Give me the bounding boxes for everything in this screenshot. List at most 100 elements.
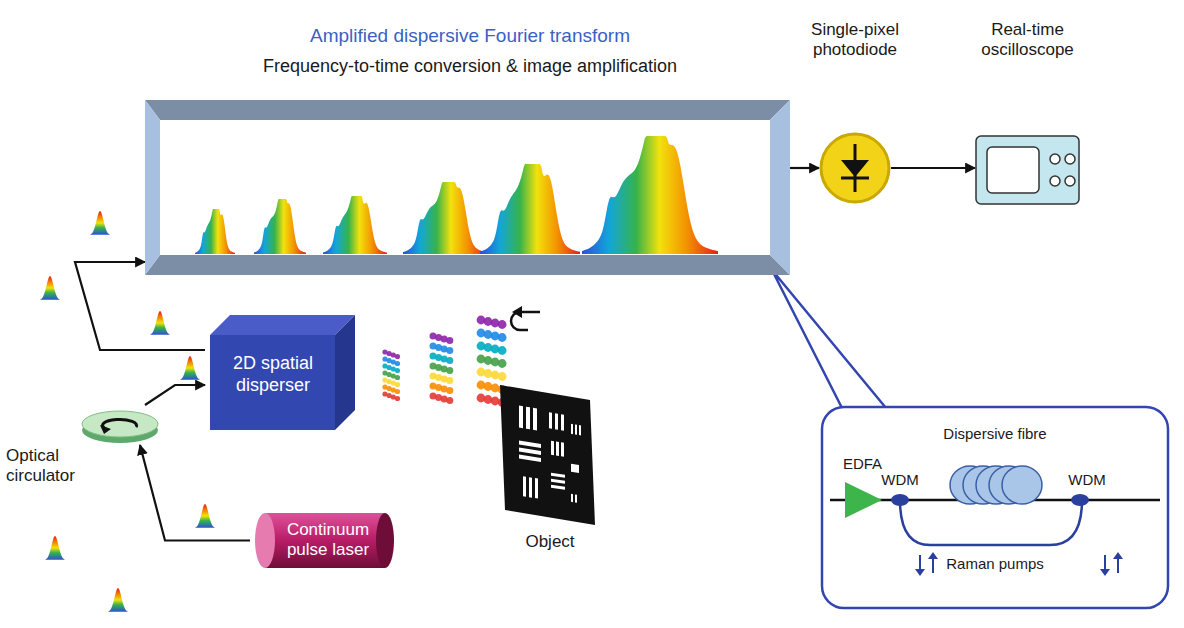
spectrum xyxy=(254,199,306,254)
node-label: 2D spatial disperser xyxy=(213,353,333,396)
beam-spot xyxy=(395,361,400,366)
beam-spot xyxy=(446,367,453,374)
callout-wedge xyxy=(772,270,886,408)
beam-connector xyxy=(75,262,205,350)
inset-frame xyxy=(822,407,1168,608)
oscilloscope: Real-time oscilloscope xyxy=(960,20,1095,210)
target-bar xyxy=(571,464,579,473)
target-bar xyxy=(551,441,554,455)
node-outline xyxy=(495,380,605,530)
scope-knob xyxy=(1065,154,1075,164)
node-label: Continuum pulse laser xyxy=(272,520,384,561)
diode-triangle xyxy=(841,160,869,177)
laser-face xyxy=(255,513,275,568)
wdm-coupler xyxy=(1071,494,1089,506)
spectrum xyxy=(480,164,580,254)
pump-arrow-head xyxy=(915,569,925,576)
target-bar xyxy=(533,408,537,431)
circulation-arrow xyxy=(103,419,137,429)
spectrum xyxy=(403,182,487,254)
optical-pulse xyxy=(179,356,201,380)
laser-body xyxy=(265,513,385,568)
target-bar xyxy=(549,412,552,428)
box-front xyxy=(210,335,335,430)
target-bar xyxy=(551,473,565,478)
beam-spot xyxy=(446,387,453,394)
beam-spot xyxy=(446,357,453,364)
tube-bottom xyxy=(145,255,790,275)
tube-right-end xyxy=(770,100,790,275)
beam-connector xyxy=(790,167,819,169)
photodiode-disc xyxy=(821,134,889,202)
photodiode: Single-pixel photodiode xyxy=(800,20,910,210)
scope-knob xyxy=(1065,176,1075,186)
beam-spot xyxy=(446,377,453,384)
optical-circulator: Optical circulator xyxy=(0,400,170,510)
inset-box: EDFAWDMDispersive fibreWDMRaman pumps xyxy=(820,405,1170,610)
node-shape xyxy=(80,405,160,445)
target-bar xyxy=(575,424,577,434)
target-bar xyxy=(529,477,532,497)
target-bar xyxy=(571,424,573,434)
node-label: Dispersive fibre xyxy=(915,425,1075,443)
spatial-disperser-box: 2D spatial disperser xyxy=(205,315,355,430)
optical-pulse xyxy=(44,536,66,560)
beam-spot xyxy=(498,320,507,329)
scope-knob xyxy=(1050,176,1060,186)
spectrum xyxy=(323,196,387,254)
beam-spot xyxy=(395,396,400,401)
scope-body xyxy=(976,136,1079,204)
node-shape xyxy=(975,135,1080,205)
optical-pulse xyxy=(194,504,216,528)
node-label: EDFA xyxy=(835,455,890,473)
node-label: Optical circulator xyxy=(6,446,101,487)
beam-spot xyxy=(446,337,453,344)
beam-spot xyxy=(395,382,400,387)
beam-spot xyxy=(395,368,400,373)
target-bar xyxy=(519,448,541,455)
box-top xyxy=(210,315,355,335)
node-label: WDM xyxy=(1052,471,1122,489)
target-bar xyxy=(555,413,558,429)
beam-connector xyxy=(140,445,250,541)
pump-arrow-head xyxy=(928,552,938,559)
raman-pump-line xyxy=(900,500,1082,545)
node-outline xyxy=(80,405,160,445)
object-target: Object xyxy=(495,380,605,565)
optical-pulse xyxy=(149,311,171,335)
target-bar xyxy=(519,441,541,448)
optical-pulse xyxy=(89,211,111,235)
disc-top xyxy=(82,411,158,437)
pump-arrow-head xyxy=(1100,569,1110,576)
target-bar xyxy=(519,455,541,462)
tube-top xyxy=(145,100,790,120)
target-bar xyxy=(579,425,581,435)
beam-spot xyxy=(498,346,507,355)
node-label: Single-pixel photodiode xyxy=(800,20,910,61)
node-label: Object xyxy=(495,532,605,552)
target-bar xyxy=(571,494,573,502)
beam-spot xyxy=(395,389,400,394)
optical-pulse xyxy=(107,588,129,612)
node-outline xyxy=(145,100,790,275)
spectrum xyxy=(195,209,235,254)
target-bar xyxy=(556,441,559,455)
callout-edge xyxy=(772,270,886,408)
node-outline xyxy=(975,135,1080,205)
beam-spot xyxy=(498,359,507,368)
target-bar xyxy=(575,494,577,502)
target-bar xyxy=(519,406,523,429)
target-plate xyxy=(500,385,595,525)
laser-end xyxy=(376,513,394,568)
beam-spot xyxy=(498,333,507,342)
node-label: Amplified dispersive Fourier transform xyxy=(140,25,800,48)
laser-cylinder: Continuum pulse laser xyxy=(250,508,395,573)
node-shape xyxy=(495,380,605,530)
node-outline xyxy=(819,132,891,204)
scope-knob xyxy=(1050,154,1060,164)
target-bar xyxy=(561,414,564,430)
circulation-head xyxy=(100,425,111,434)
spectrum xyxy=(582,136,718,254)
beam-spot xyxy=(498,372,507,381)
